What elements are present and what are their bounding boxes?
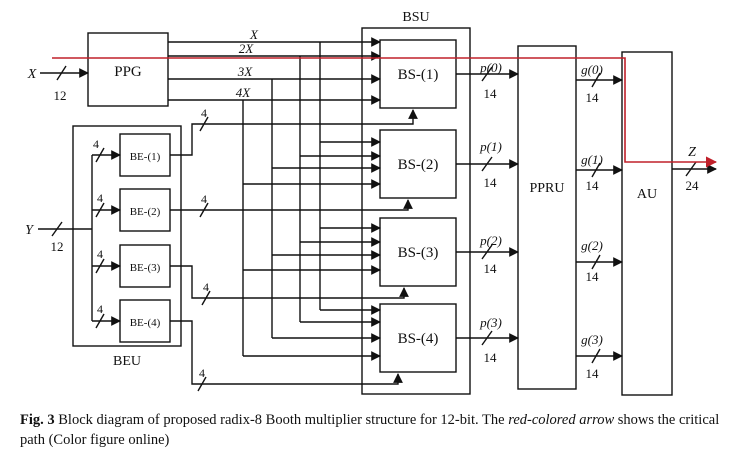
p0-label: p(0)	[479, 60, 502, 75]
z-width-label: 24	[686, 178, 700, 193]
z-output-label: Z	[688, 145, 696, 160]
be2-to-bs2-wire	[170, 199, 413, 211]
be-3-label: BE-(3)	[130, 262, 161, 274]
p0-width: 14	[484, 86, 498, 101]
be4-to-bs4-wire	[170, 320, 403, 385]
g0-width: 14	[586, 90, 600, 105]
be4-out-width: 4	[199, 366, 205, 380]
x-width-label: 12	[54, 88, 67, 103]
be1-to-bs1-wire	[170, 109, 418, 156]
p3-label: p(3)	[479, 315, 502, 330]
g3-label: g(3)	[581, 332, 603, 347]
y-width-label: 12	[51, 239, 64, 254]
p1-label: p(1)	[479, 139, 502, 154]
x-input-label: X	[27, 67, 37, 82]
caption-fig-label: Fig. 3	[20, 412, 55, 428]
p2-label: p(2)	[479, 233, 502, 248]
ppru-block	[517, 45, 577, 390]
au-label: AU	[637, 187, 657, 202]
caption-text-before: Block diagram of proposed radix-8 Booth …	[54, 412, 509, 428]
be3-in-width: 4	[97, 247, 103, 261]
be3-to-bs3-wire	[170, 265, 409, 299]
g0-label: g(0)	[581, 62, 603, 77]
x-width-slash	[56, 65, 67, 81]
be3-out-width: 4	[203, 280, 209, 294]
be1-in-width: 4	[93, 137, 99, 151]
be-2-label: BE-(2)	[130, 206, 161, 218]
be-4-label: BE-(4)	[130, 317, 161, 329]
g1-width: 14	[586, 178, 600, 193]
be-1-label: BE-(1)	[130, 151, 161, 163]
figure-caption: Fig. 3 Block diagram of proposed radix-8…	[20, 410, 725, 450]
p2-width: 14	[484, 261, 498, 276]
au-block	[621, 51, 673, 396]
bs-3-label: BS-(3)	[398, 245, 439, 261]
ppru-label: PPRU	[529, 181, 564, 196]
ppg-out-2x-label: 2X	[239, 41, 255, 56]
g2-label: g(2)	[581, 238, 603, 253]
ppg-label: PPG	[114, 64, 142, 80]
y-width-slash	[51, 221, 63, 237]
y-input-label: Y	[25, 223, 35, 238]
be1-out-width: 4	[201, 106, 207, 120]
be4-in-width: 4	[97, 302, 103, 316]
bs-1-label: BS-(1)	[398, 67, 439, 83]
bs-4-label: BS-(4)	[398, 331, 439, 347]
p1-width: 14	[484, 175, 498, 190]
g2-width: 14	[586, 269, 600, 284]
bs-2-label: BS-(2)	[398, 157, 439, 173]
p3-width: 14	[484, 350, 498, 365]
ppg-out-3x-label: 3X	[237, 64, 254, 79]
ppg-out-x-label: X	[249, 27, 259, 42]
be2-out-width: 4	[201, 192, 207, 206]
bsu-block	[361, 27, 471, 395]
be2-in-width: 4	[97, 191, 103, 205]
beu-label: BEU	[113, 354, 141, 369]
booth-multiplier-diagram: PPG BSU BEU PPRU AU BE-(1) BE-(2) BE-(3)…	[25, 10, 718, 396]
g3-width: 14	[586, 366, 600, 381]
critical-path-arrow	[52, 57, 718, 168]
beu-block	[72, 125, 182, 347]
ppg-out-4x-label: 4X	[236, 85, 252, 100]
caption-italic-phrase: red-colored arrow	[508, 412, 615, 428]
caption-text-after: shows the critical path (Color figure on…	[20, 412, 720, 448]
bsu-label: BSU	[402, 10, 429, 25]
g1-label: g(1)	[581, 152, 603, 167]
z-width-slash	[685, 161, 697, 177]
